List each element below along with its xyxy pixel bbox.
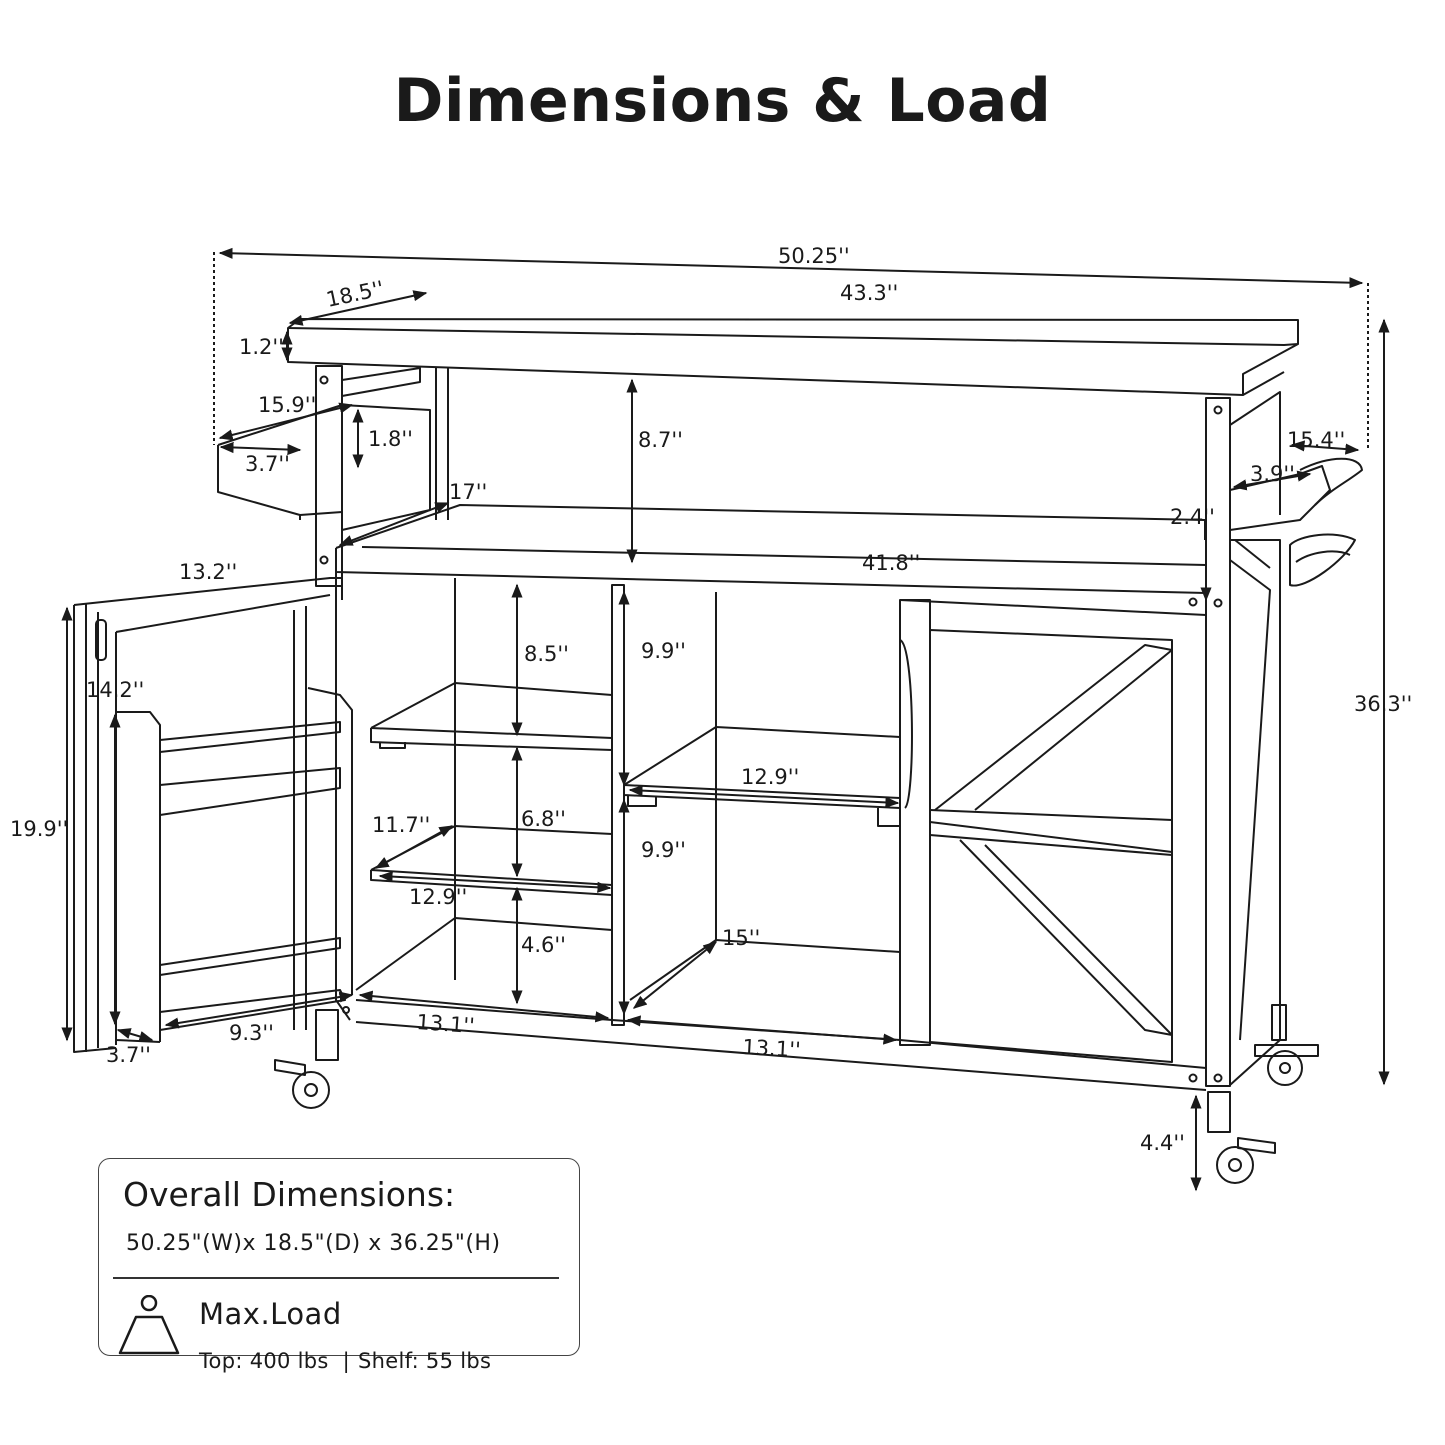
dim-left-lower-gap: 4.6'': [521, 933, 566, 957]
summary-dimensions: 50.25"(W)x 18.5"(D) x 36.25"(H): [126, 1231, 501, 1256]
dim-caster-height: 4.4'': [1140, 1131, 1185, 1155]
dim-middle-shelf-width: 12.9'': [741, 765, 799, 789]
dim-left-bottom-width: 13.1'': [416, 1010, 476, 1038]
caster-left: [274, 1006, 350, 1109]
dim-door-rack-height: 14.2'': [86, 678, 144, 702]
dim-door-rack-width: 9.3'': [229, 1021, 274, 1045]
dim-middle-depth: 15'': [722, 926, 760, 950]
dim-top-shelf-width: 41.8'': [862, 551, 920, 575]
dim-depth: 18.5'': [324, 276, 386, 312]
dim-drawer-depth: 3.7'': [245, 452, 290, 476]
dim-door-height: 19.9'': [10, 817, 68, 841]
dim-top-width: 43.3'': [840, 281, 898, 305]
dim-left-shelf-width: 12.9'': [409, 885, 467, 909]
page-title: Dimensions & Load: [393, 66, 1052, 136]
top-load: Top: 400 lbs: [199, 1349, 329, 1373]
dim-left-middle-gap: 6.8'': [521, 807, 566, 831]
dim-towel-rack-length: 15.4'': [1287, 428, 1345, 452]
dim-towel-rack-depth: 3.9'': [1250, 462, 1295, 486]
dim-drawer-height: 1.8'': [368, 427, 413, 451]
summary-heading: Overall Dimensions:: [123, 1175, 456, 1214]
dim-left-upper-gap: 8.5'': [524, 642, 569, 666]
dim-top-thickness: 1.2'': [239, 335, 284, 359]
dim-door-rack-depth: 3.7'': [106, 1043, 151, 1067]
dim-left-shelf-depth: 11.7'': [372, 813, 430, 837]
caster-right-front: [1207, 1091, 1276, 1184]
summary-card: Overall Dimensions: 50.25"(W)x 18.5"(D) …: [98, 1158, 580, 1373]
weight-icon: [118, 1295, 180, 1355]
summary-divider: [113, 1277, 559, 1279]
dim-middle-lower-gap: 9.9'': [641, 838, 686, 862]
dim-door-width: 13.2'': [179, 560, 237, 584]
dim-top-clearance: 8.7'': [638, 428, 683, 452]
dim-middle-bottom-width: 13.1'': [742, 1035, 801, 1062]
dim-overall-width: 50.25'': [778, 244, 850, 268]
max-load-heading: Max.Load: [199, 1297, 342, 1331]
dim-top-shelf-depth: 17'': [449, 480, 487, 504]
caster-right-back: [1254, 1004, 1319, 1086]
max-load-values: Top: 400 lbs | Shelf: 55 lbs: [199, 1349, 491, 1373]
shelf-load: Shelf: 55 lbs: [358, 1349, 492, 1373]
dim-drawer-width: 15.9'': [258, 393, 316, 417]
dim-total-height: 36.3'': [1354, 692, 1412, 716]
dimension-lines: [61, 247, 1390, 1192]
dimension-labels: 50.25'' 18.5'' 43.3'' 1.2'' 15.9'' 1.8''…: [10, 244, 1412, 1155]
load-separator: |: [342, 1349, 351, 1373]
dim-towel-rack-height: 2.4'': [1170, 505, 1215, 529]
dim-middle-upper-gap: 9.9'': [641, 639, 686, 663]
